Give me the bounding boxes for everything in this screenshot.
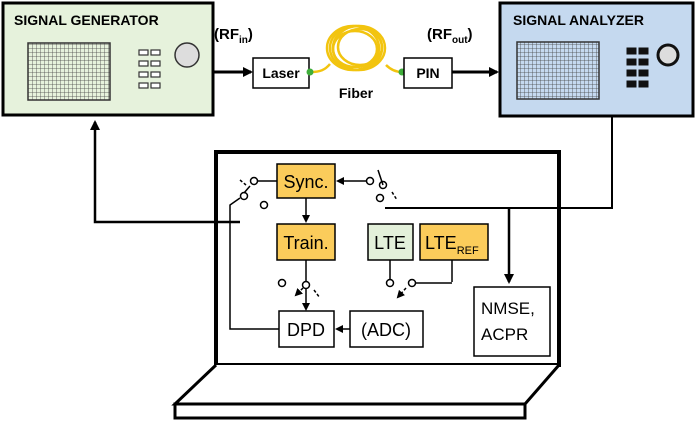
metrics-block [473,286,551,357]
lte-ref-label: LTEREF [425,233,479,257]
switch-dpd-dash [294,287,304,297]
analyzer-screen [516,41,600,100]
switch-lte-contact [385,278,395,288]
generator-knob [174,42,200,68]
switch-dpd-dash-2 [313,289,321,299]
laptop [171,150,561,420]
metrics-label-2: ACPR [481,325,528,344]
switch-sync-right-blade [377,169,384,186]
train-label: Train. [283,233,328,253]
train-block [276,223,336,261]
lte-ref-block [419,223,489,261]
adc-label: (ADC) [361,320,411,340]
switch-sync-left-contact-2 [259,200,269,210]
switch-sync-right-contact [365,176,375,186]
generator-screen [27,42,111,101]
laser-box [252,57,310,89]
switch-sync-left-pivot [239,191,249,201]
rf-out-label: (RFout) [427,26,473,46]
sync-label: Sync. [283,172,328,192]
laser-connector [306,68,314,76]
lte-label: LTE [374,233,406,253]
switch-lte-pivot [407,278,417,288]
generator-feedback-arrow [90,120,240,224]
dpd-block [278,310,335,348]
sync-block [276,163,336,199]
fiber-label: Fiber [339,85,374,101]
analyzer-knob [656,43,680,67]
fiber-spool [310,24,403,74]
laptop-base [171,363,561,406]
analyzer-title: SIGNAL ANALYZER [513,12,644,28]
switch-sync-right-contact-2 [375,193,385,203]
generator-title: SIGNAL GENERATOR [14,12,159,28]
dpd-label: DPD [287,320,325,340]
switch-sync-left-dash [239,179,247,186]
laptop-keyboard-edge [173,402,527,420]
rf-in-label: (RFin) [214,26,253,46]
switch-dpd-contact [277,278,287,288]
signal-generator: SIGNAL GENERATOR [1,1,215,117]
signal-analyzer: SIGNAL ANALYZER [498,1,695,118]
adc-block [349,310,424,348]
laser-label: Laser [262,65,300,81]
generator-keypad [138,49,161,89]
switch-lte-dash [396,287,407,299]
analyzer-keypad [626,47,649,88]
switch-sync-right-dash [391,191,398,201]
switch-sync-left-blade [243,185,251,194]
analyzer-output-line [385,116,613,209]
pin-box [403,57,453,89]
switch-sync-left-contact [249,176,259,186]
switch-dpd-pivot [301,280,311,290]
pin-label: PIN [416,65,439,81]
dpd-feedback-line [229,197,279,330]
metrics-label-1: NMSE, [481,299,535,318]
